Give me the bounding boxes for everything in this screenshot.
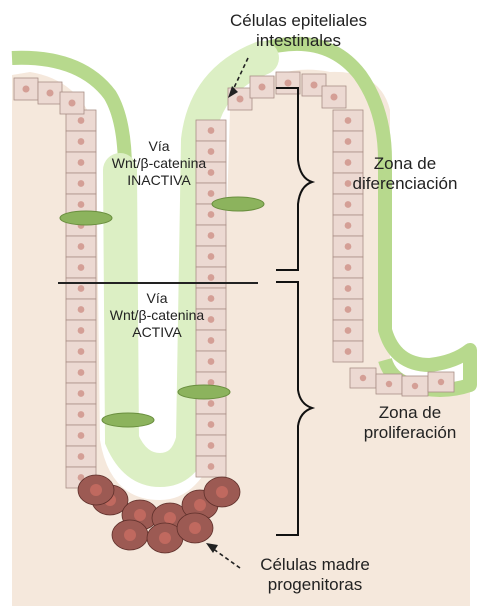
cell-nucleus bbox=[208, 127, 215, 134]
cell-nucleus bbox=[345, 348, 352, 355]
cell-nucleus bbox=[78, 348, 85, 355]
cell-nucleus bbox=[412, 383, 418, 389]
cell-nucleus bbox=[78, 201, 85, 208]
cell-nucleus bbox=[208, 232, 215, 239]
cell-nucleus bbox=[78, 453, 85, 460]
cell-nucleus bbox=[208, 274, 215, 281]
cell-nucleus bbox=[345, 201, 352, 208]
cell-nucleus bbox=[345, 222, 352, 229]
stem-cell-nucleus bbox=[189, 522, 201, 534]
stem-cell-nucleus bbox=[159, 532, 171, 544]
cell-nucleus bbox=[78, 243, 85, 250]
cell-nucleus bbox=[78, 159, 85, 166]
cell-nucleus bbox=[78, 369, 85, 376]
cell-nucleus bbox=[78, 306, 85, 313]
stem-cell-nucleus bbox=[134, 509, 146, 521]
cell-nucleus bbox=[310, 81, 317, 88]
cell-nucleus bbox=[78, 138, 85, 145]
goblet-cell bbox=[102, 413, 154, 427]
cell-nucleus bbox=[345, 327, 352, 334]
cell-nucleus bbox=[78, 117, 85, 124]
cell-nucleus bbox=[208, 463, 215, 470]
cell-nucleus bbox=[78, 264, 85, 271]
stem-cell-nucleus bbox=[194, 499, 206, 511]
cell-nucleus bbox=[78, 411, 85, 418]
cell-nucleus bbox=[208, 421, 215, 428]
stem-cell-nucleus bbox=[124, 529, 136, 541]
pathway-inactive-label: Vía Wnt/β-catenina INACTIVA bbox=[100, 138, 218, 188]
cell-nucleus bbox=[208, 190, 215, 197]
cell-nucleus bbox=[78, 180, 85, 187]
cell-nucleus bbox=[208, 358, 215, 365]
goblet-cell bbox=[212, 197, 264, 211]
differentiation-zone-label: Zona de diferenciación bbox=[335, 154, 475, 195]
epithelial-cells-label: Células epiteliales intestinales bbox=[230, 11, 367, 52]
cell-nucleus bbox=[78, 390, 85, 397]
cell-nucleus bbox=[78, 285, 85, 292]
goblet-cell bbox=[60, 211, 112, 225]
cell-nucleus bbox=[78, 327, 85, 334]
cell-nucleus bbox=[345, 285, 352, 292]
cell-nucleus bbox=[258, 83, 265, 90]
cell-nucleus bbox=[345, 138, 352, 145]
stem-cells-label: Células madre progenitoras bbox=[240, 555, 390, 596]
cell-nucleus bbox=[386, 381, 392, 387]
cell-nucleus bbox=[236, 95, 243, 102]
cell-nucleus bbox=[78, 432, 85, 439]
stem-cell-nucleus bbox=[164, 512, 176, 524]
cell-nucleus bbox=[345, 243, 352, 250]
stem-cell-nucleus bbox=[90, 484, 102, 496]
cell-nucleus bbox=[208, 253, 215, 260]
cell-nucleus bbox=[330, 93, 337, 100]
proliferation-zone-label: Zona de proliferación bbox=[345, 403, 475, 444]
pathway-active-label: Vía Wnt/β-catenina ACTIVA bbox=[98, 290, 216, 340]
cell-nucleus bbox=[46, 89, 53, 96]
cell-nucleus bbox=[345, 306, 352, 313]
cell-nucleus bbox=[208, 211, 215, 218]
goblet-cell bbox=[178, 385, 230, 399]
cell-nucleus bbox=[360, 375, 366, 381]
cell-nucleus bbox=[68, 99, 75, 106]
cell-nucleus bbox=[345, 264, 352, 271]
cell-nucleus bbox=[438, 379, 444, 385]
stem-cell-nucleus bbox=[216, 486, 228, 498]
cell-nucleus bbox=[208, 442, 215, 449]
cell-nucleus bbox=[22, 85, 29, 92]
cell-nucleus bbox=[284, 79, 291, 86]
cell-nucleus bbox=[345, 117, 352, 124]
cell-nucleus bbox=[208, 400, 215, 407]
